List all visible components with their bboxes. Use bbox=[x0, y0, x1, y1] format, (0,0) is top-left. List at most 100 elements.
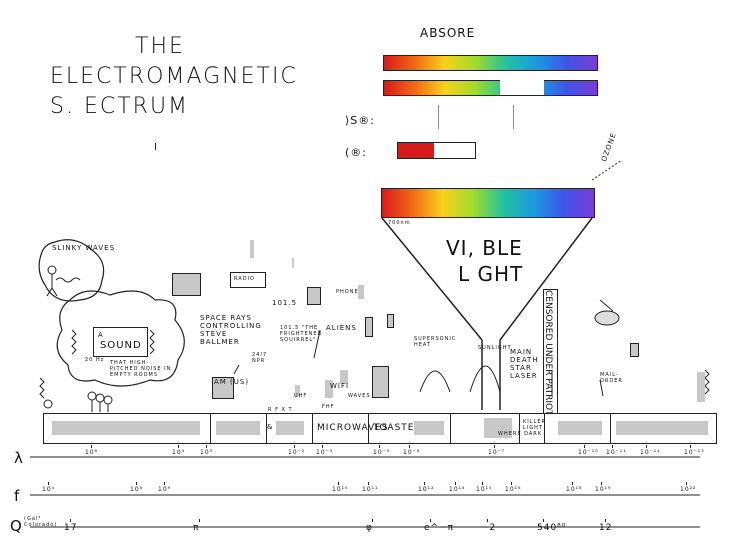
frightened-squirrel-label: 101.5 "THE FRIGHTENED SQUIRREL" bbox=[280, 325, 323, 343]
grey-tick-5 bbox=[295, 385, 300, 397]
frequency-axis-tick-mark bbox=[424, 482, 425, 485]
lambda-axis-tick-mark bbox=[409, 445, 410, 448]
aliens-label: ALIENS bbox=[326, 324, 357, 332]
grey-tick-2 bbox=[358, 285, 364, 299]
visible-light-line-1: VI, BLE bbox=[446, 236, 523, 260]
sound-box bbox=[93, 327, 148, 357]
lambda-axis-tick: 10⁻⁵ bbox=[373, 449, 391, 456]
sound-cloud-outline bbox=[56, 290, 185, 387]
sound-hz-label: 20 Hz bbox=[85, 357, 105, 363]
bar-microwaves-label: MICROWAVES bbox=[317, 423, 389, 433]
bar-seg-3 bbox=[276, 421, 304, 435]
sound-label: SOUND bbox=[100, 340, 142, 351]
q-axis-tick-mark bbox=[543, 519, 544, 522]
legend-row-1: ⟩S®: bbox=[345, 114, 375, 127]
fhf-label: FHF bbox=[322, 404, 335, 410]
legend-red-swatch bbox=[397, 142, 476, 159]
legend-row-2: (®: bbox=[345, 146, 367, 159]
lambda-axis-tick: 10³ bbox=[200, 449, 214, 456]
q-axis-subtitle: (Gal³ Colorado) bbox=[24, 516, 58, 528]
q-axis-tick: 17 bbox=[64, 523, 78, 533]
lambda-axis-tick-mark bbox=[206, 445, 207, 448]
lambda-axis-tick-mark bbox=[322, 445, 323, 448]
npr-label: 24/7 NPR bbox=[252, 352, 268, 364]
grey-tick-3 bbox=[325, 380, 333, 398]
frequency-axis-tick-mark bbox=[136, 482, 137, 485]
bar-where-dark-label: WHERE DARK bbox=[498, 431, 543, 437]
frequency-axis-tick: 10¹⁴ bbox=[449, 486, 466, 493]
q-axis-tick: 12 bbox=[599, 523, 613, 533]
frequency-axis-tick-mark bbox=[164, 482, 165, 485]
station-label: 101.5 bbox=[272, 299, 298, 307]
absorb-label: ABSORE bbox=[420, 26, 476, 40]
wavelength-label: 700nm bbox=[388, 220, 411, 226]
supersonic-heat-label: SUPERSONIC HEAT bbox=[414, 336, 457, 348]
frequency-axis-tick-mark bbox=[48, 482, 49, 485]
frequency-axis-tick: 10⁸ bbox=[130, 486, 144, 493]
lambda-axis-tick-mark bbox=[584, 445, 585, 448]
frequency-axis-tick-mark bbox=[601, 482, 602, 485]
high-pitched-noise-label: THAT HIGH-PITCHED NOISE IN EMPTY ROOMS bbox=[110, 360, 172, 378]
q-axis-tick-mark bbox=[70, 519, 71, 522]
funnel-right-line bbox=[499, 217, 593, 341]
rainbow-bar-2-gap bbox=[500, 79, 544, 95]
am-box bbox=[212, 377, 234, 399]
frequency-axis-tick: 10¹⁹ bbox=[595, 486, 612, 493]
frequency-axis-tick: 10¹⁶ bbox=[505, 486, 522, 493]
lambda-axis-tick: 10⁻³ bbox=[316, 449, 334, 456]
rainbow-bar-2 bbox=[383, 80, 598, 96]
grey-tick-1 bbox=[250, 240, 254, 258]
lambda-axis-tick: 10⁻¹² bbox=[640, 449, 661, 456]
grey-box-right bbox=[697, 372, 705, 402]
legend-empty-swatch bbox=[438, 105, 514, 129]
rainbow-bar-1 bbox=[383, 55, 598, 71]
q-axis-tick: 540⁸⁰ bbox=[537, 523, 567, 533]
frequency-axis-tick-mark bbox=[338, 482, 339, 485]
lambda-axis-tick-mark bbox=[379, 445, 380, 448]
bar-seg-6 bbox=[558, 421, 602, 435]
slinky-label: SLINKY WAVES bbox=[52, 244, 116, 252]
q-axis-tick: e^−π bbox=[424, 523, 455, 533]
q-axis-tick: π bbox=[193, 523, 200, 533]
censored-label: CENSORED UNDER PATRIOT ACT bbox=[543, 290, 553, 437]
grey-box-3 bbox=[365, 317, 373, 337]
frequency-axis-tick-mark bbox=[686, 482, 687, 485]
frequency-axis-tick: 10¹¹ bbox=[362, 486, 379, 493]
lambda-axis-tick-mark bbox=[494, 445, 495, 448]
lambda-axis-tick-mark bbox=[178, 445, 179, 448]
lambda-axis-tick: 10⁻⁸ bbox=[403, 449, 421, 456]
am-label: AM (US) bbox=[214, 378, 250, 386]
q-axis-tick-mark bbox=[487, 519, 488, 522]
lambda-axis-tick-mark bbox=[612, 445, 613, 448]
q-axis-tick-mark bbox=[605, 519, 606, 522]
phone-label: PHONE bbox=[336, 289, 359, 295]
slinky-coil bbox=[55, 277, 81, 283]
frequency-axis-symbol: f bbox=[14, 487, 21, 505]
visible-light-strip bbox=[381, 188, 595, 218]
grey-tick-4 bbox=[340, 370, 348, 384]
title-line-2: ELECTROMAGNETIC bbox=[50, 64, 298, 89]
frequency-axis-tick: 10¹⁵ bbox=[476, 486, 493, 493]
lambda-axis-tick-mark bbox=[91, 445, 92, 448]
frequency-axis-tick-mark bbox=[511, 482, 512, 485]
grey-box-6 bbox=[372, 366, 389, 398]
wifi-label: WIFI bbox=[330, 382, 350, 390]
stick-figure-head bbox=[47, 265, 57, 275]
bar-seg-radio-long bbox=[52, 421, 200, 435]
lambda-axis-tick: 10⁻⁷ bbox=[488, 449, 506, 456]
lambda-axis-tick: 10⁸ bbox=[85, 449, 99, 456]
grey-box-1 bbox=[172, 273, 201, 296]
rfxt-label: R F X T bbox=[268, 407, 293, 413]
lambda-axis-tick: 10⁻¹³ bbox=[684, 449, 705, 456]
lambda-axis-tick: 10⁻¹¹ bbox=[606, 449, 627, 456]
lambda-axis-tick: 10⁻² bbox=[288, 449, 306, 456]
lambda-axis-symbol: λ bbox=[14, 449, 24, 467]
space-rays-label: SPACE RAYS CONTROLLING STEVE BALLMER bbox=[200, 314, 262, 346]
q-axis-tick: −2 bbox=[481, 523, 497, 533]
title-line-3: S. ECTRUM bbox=[50, 94, 190, 119]
visible-light-line-2: L GHT bbox=[458, 262, 524, 286]
frequency-axis-tick-mark bbox=[572, 482, 573, 485]
frequency-axis-tick-mark bbox=[455, 482, 456, 485]
lambda-axis-tick-mark bbox=[294, 445, 295, 448]
